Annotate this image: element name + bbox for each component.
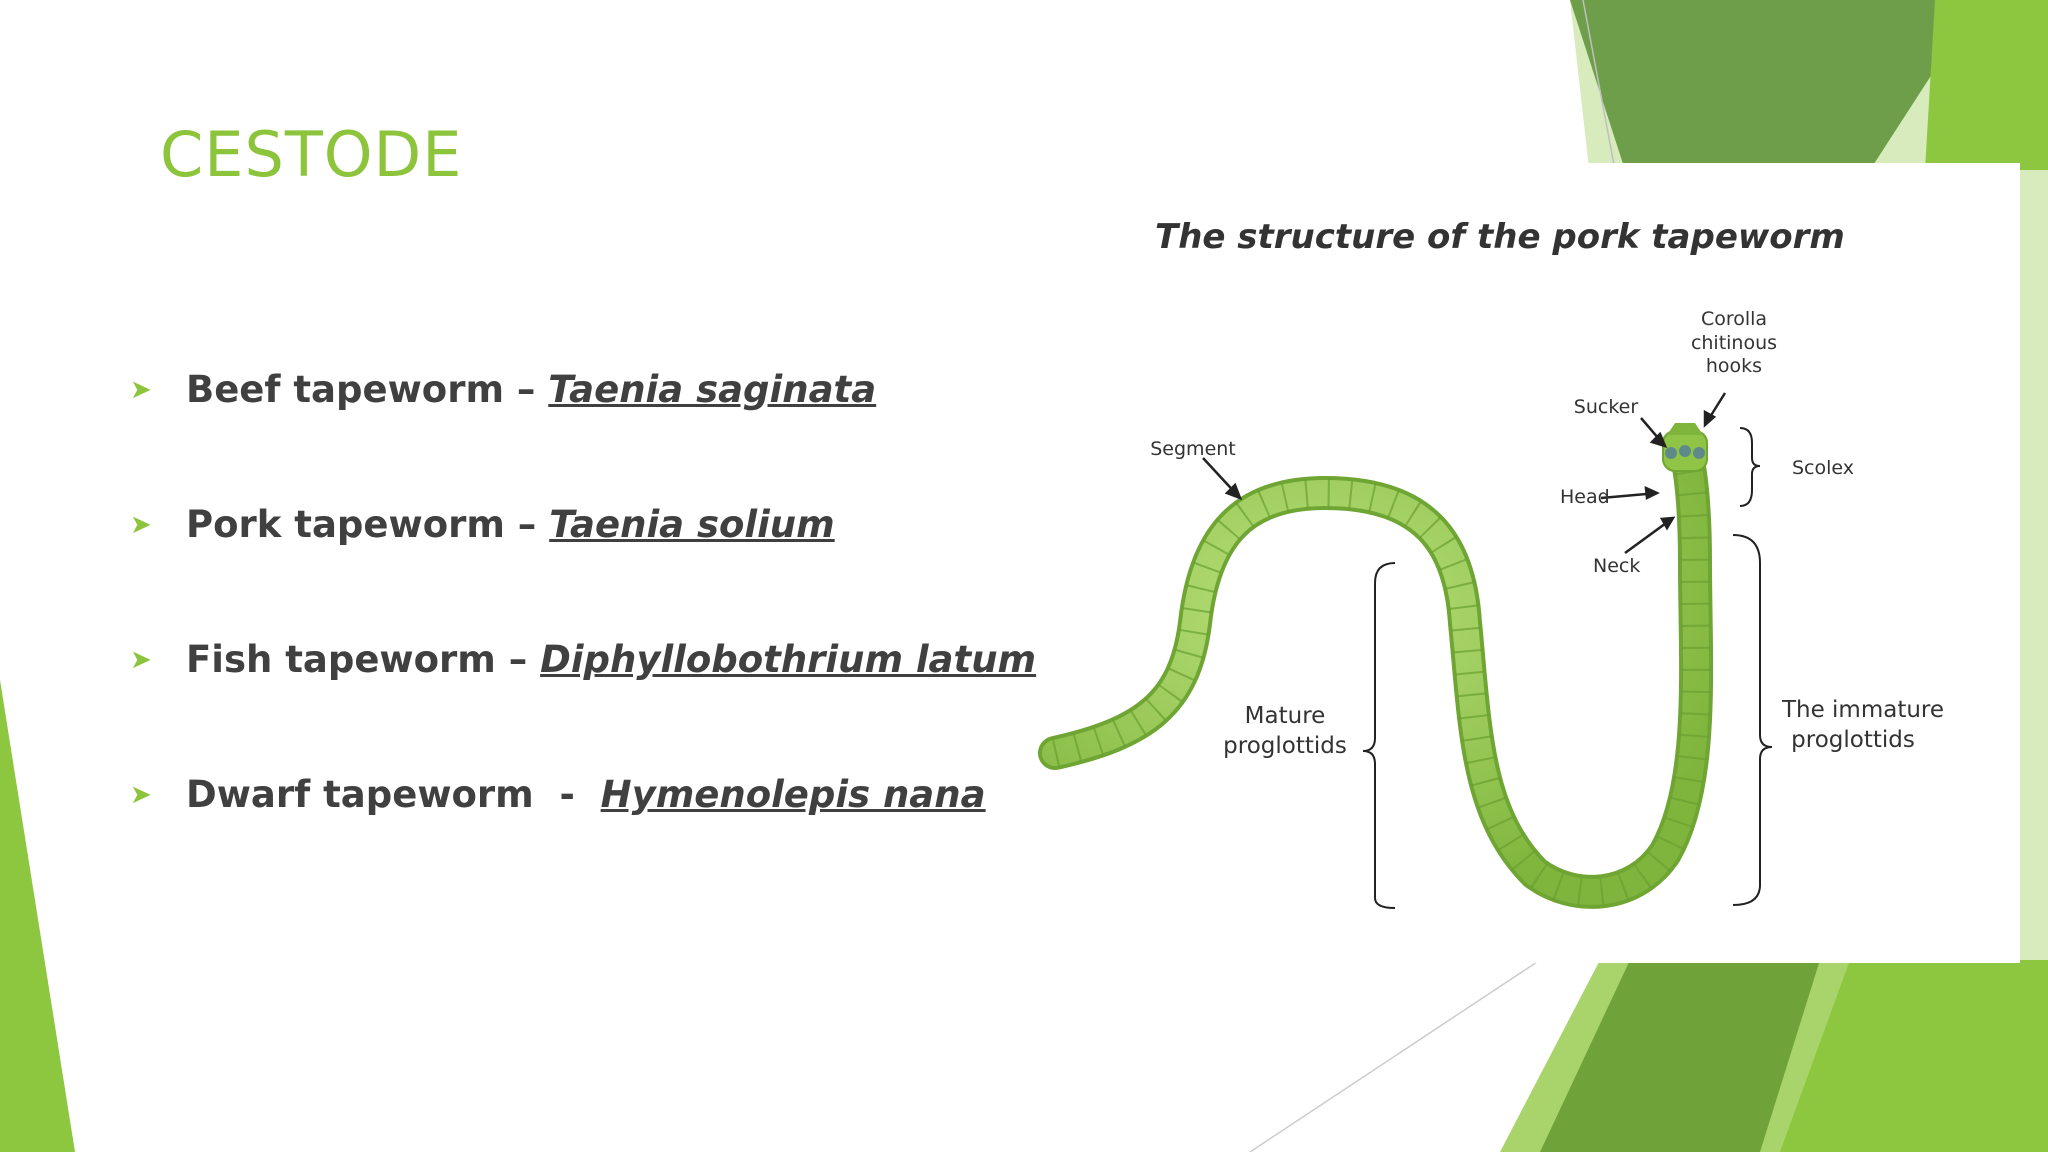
separator: - [533,773,601,816]
decor-green-shape-left [0,680,75,1152]
bullet-text: Beef tapeworm – Taenia saginata [186,360,876,420]
common-name: Beef tapeworm [186,368,505,411]
figure-title: The structure of the pork tapeworm [1155,217,1845,257]
label-scolex: Scolex [1792,457,1854,479]
arrowhead-bullet-icon: ➤ [130,510,152,540]
mature-proglottids-brace [1362,562,1396,909]
label-sucker: Sucker [1574,396,1639,418]
decor-green-shape-top-dark [1570,0,1980,170]
decor-green-shape-bottom-right [1780,960,2048,1152]
scolex-head-icon [1662,423,1708,472]
common-name: Dwarf tapeworm [186,773,534,816]
bullet-text: Fish tapeworm – Diphyllobothrium latum [186,630,1036,690]
common-name: Pork tapeworm [186,503,505,546]
bullet-text: Pork tapeworm – Taenia solium [186,495,835,555]
scientific-name-link: Taenia saginata [548,368,877,411]
common-name: Fish tapeworm [186,638,496,681]
decor-green-shape-bottom-dark [1540,960,1820,1152]
label-neck: Neck [1593,555,1640,577]
scientific-name-link: Taenia solium [549,503,835,546]
label-head: Head [1560,486,1610,508]
label-segment: Segment [1150,438,1236,460]
slide-title: CESTODE [160,118,463,191]
arrowhead-bullet-icon: ➤ [130,645,152,675]
label-corolla-line2: chitinous [1691,332,1777,354]
label-corolla-line1: Corolla [1701,308,1767,330]
separator: – [495,638,541,681]
label-arrows [1202,392,1727,555]
tapeworm-body-highlight [1042,440,1710,905]
decor-green-shape-top-light [1925,0,2048,170]
separator: – [504,503,550,546]
bullet-text: Dwarf tapeworm - Hymenolepis nana [186,765,986,825]
scientific-name-link: Hymenolepis nana [600,773,986,816]
label-immature-line2: proglottids [1791,727,1915,753]
scientific-name-link: Diphyllobothrium latum [540,638,1037,681]
label-mature-line1: Mature [1245,703,1326,729]
arrowhead-bullet-icon: ➤ [130,375,152,405]
tapeworm-diagram: The structure of the pork tapeworm Segme… [1038,217,1944,909]
decor-thin-line-top [1582,0,1616,171]
decor-thin-line-bottom [1249,959,1541,1152]
label-immature-line1: The immature [1781,697,1944,723]
separator: – [504,368,549,411]
label-mature-line2: proglottids [1223,733,1347,759]
arrowhead-bullet-icon: ➤ [130,780,152,810]
scolex-brace [1739,427,1761,507]
immature-proglottids-brace [1732,534,1773,906]
label-corolla-line3: hooks [1706,355,1762,377]
